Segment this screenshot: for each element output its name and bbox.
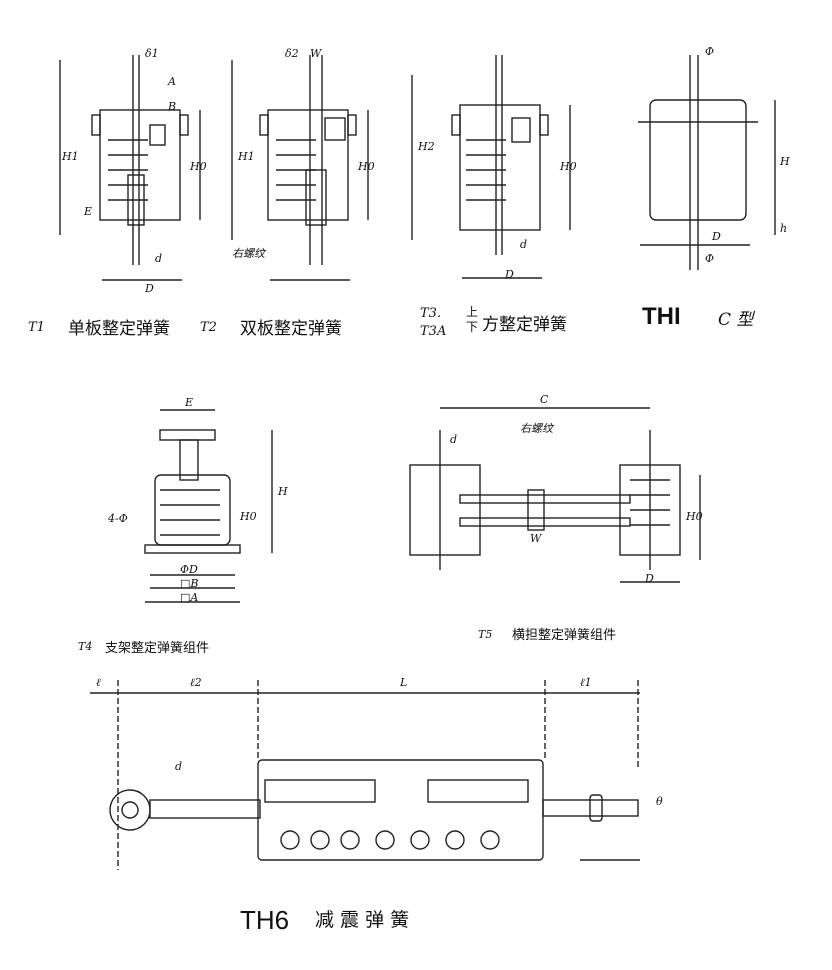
dim-H0-t4: H0 — [240, 510, 257, 523]
t5-caption: 横担整定弹簧组件 — [512, 628, 617, 643]
dim-W: W — [310, 47, 322, 60]
dim-W-t5: W — [530, 532, 542, 545]
dim-delta2: δ2 — [285, 47, 299, 60]
dim-h: h — [780, 222, 788, 235]
dim-E: E — [84, 205, 93, 218]
right-thread-label: 右螺纹 — [232, 247, 265, 260]
t3-drawing — [411, 55, 571, 279]
dim-D-t5: D — [645, 572, 654, 585]
t2-caption: 双板整定弹簧 — [240, 319, 342, 339]
t1-code: T1 — [28, 320, 45, 335]
dim-d: d — [155, 252, 163, 265]
t3-caption-top: 上 — [466, 305, 479, 319]
t2-drawing — [231, 55, 369, 281]
dim-H0-t5: H0 — [686, 510, 703, 523]
dim-H1: H1 — [62, 150, 79, 163]
dim-delta1: δ1 — [145, 47, 159, 60]
t3-code-1: T3. — [420, 306, 442, 321]
dim-H1-t2: H1 — [238, 150, 255, 163]
t5-drawing — [409, 407, 701, 583]
dim-phi: Φ — [705, 45, 715, 58]
t4-code: T4 — [78, 640, 93, 653]
dim-H2: H2 — [418, 140, 435, 153]
dim-D: D — [145, 282, 154, 295]
dim-l2: ℓ2 — [190, 676, 202, 689]
right-thread-label-t5: 右螺纹 — [520, 422, 553, 435]
dim-d-t3: d — [520, 238, 528, 251]
th1-code: THI — [642, 303, 681, 330]
dim-C: C — [540, 393, 549, 406]
dim-D-th1: D — [712, 230, 721, 243]
t1-drawing — [59, 55, 201, 281]
dim-H0-t2: H0 — [358, 160, 375, 173]
dim-d-t5: d — [450, 433, 458, 446]
dim-A: A — [168, 75, 176, 88]
dim-sqB: □B — [180, 577, 199, 590]
dim-L: L — [400, 676, 408, 689]
t2-code: T2 — [200, 320, 217, 335]
dim-phiD: ΦD — [180, 563, 198, 576]
t4-caption: 支架整定弹簧组件 — [105, 641, 210, 656]
t3-caption: 方整定弹簧 — [482, 315, 567, 335]
dim-E-t4: E — [185, 396, 194, 409]
dim-sqA: □A — [180, 591, 199, 604]
t3-code-2: T3A — [420, 324, 447, 339]
th1-caption: C 型 — [718, 310, 754, 330]
dim-4phi: 4-Φ — [108, 512, 128, 525]
dim-l: ℓ — [96, 676, 101, 689]
dim-H0-t3: H0 — [560, 160, 577, 173]
dim-H0: H0 — [190, 160, 207, 173]
dim-phi-bottom: Φ — [705, 252, 715, 265]
dim-H: H — [780, 155, 790, 168]
t3-caption-bottom: 下 — [466, 320, 479, 334]
th6-drawing — [90, 680, 640, 870]
dim-H-t4: H — [278, 485, 288, 498]
t4-drawing — [144, 409, 273, 603]
th6-spring-coils — [280, 830, 500, 850]
t1-caption: 单板整定弹簧 — [68, 319, 170, 339]
th6-code: TH6 — [240, 905, 290, 935]
dim-theta: θ — [656, 795, 663, 808]
dim-l1: ℓ1 — [580, 676, 592, 689]
t5-code: T5 — [478, 628, 493, 641]
dim-d-th6: d — [175, 760, 183, 773]
dim-D-t3: D — [505, 268, 514, 281]
th6-caption: 减 震 弹 簧 — [315, 909, 410, 931]
th1-drawing — [638, 55, 776, 270]
dim-B: B — [168, 100, 177, 113]
